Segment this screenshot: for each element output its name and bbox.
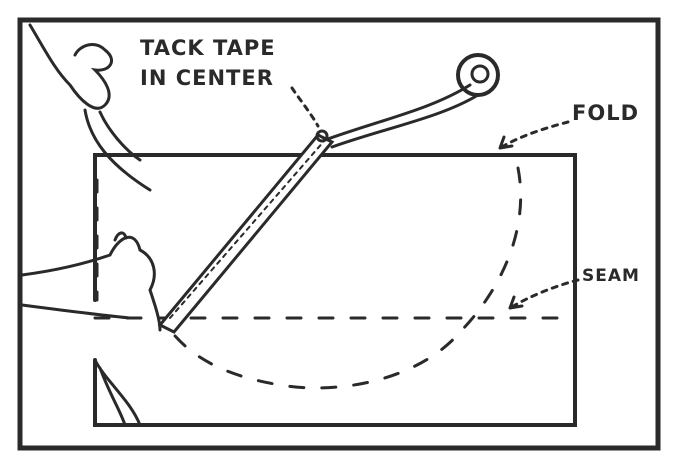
panel-outline	[93, 153, 577, 427]
top-hand	[28, 23, 152, 192]
tack-point	[315, 129, 329, 143]
outer-frame	[17, 17, 661, 451]
seam-arrow	[508, 278, 580, 310]
tack-tape-label-line2: IN CENTER	[140, 66, 274, 90]
tack-tape-label-line1: TACK TAPE	[140, 36, 276, 60]
fold-arrow	[498, 120, 570, 150]
fold-curve	[168, 166, 523, 390]
fold-label: FOLD	[572, 101, 640, 125]
tape-strip	[157, 83, 480, 334]
fabric-fold-corner	[93, 358, 142, 427]
tape-roll	[456, 53, 500, 97]
seam-label: SEAM	[582, 266, 640, 286]
bottom-hand	[20, 231, 162, 332]
tack-arrow	[290, 86, 320, 128]
